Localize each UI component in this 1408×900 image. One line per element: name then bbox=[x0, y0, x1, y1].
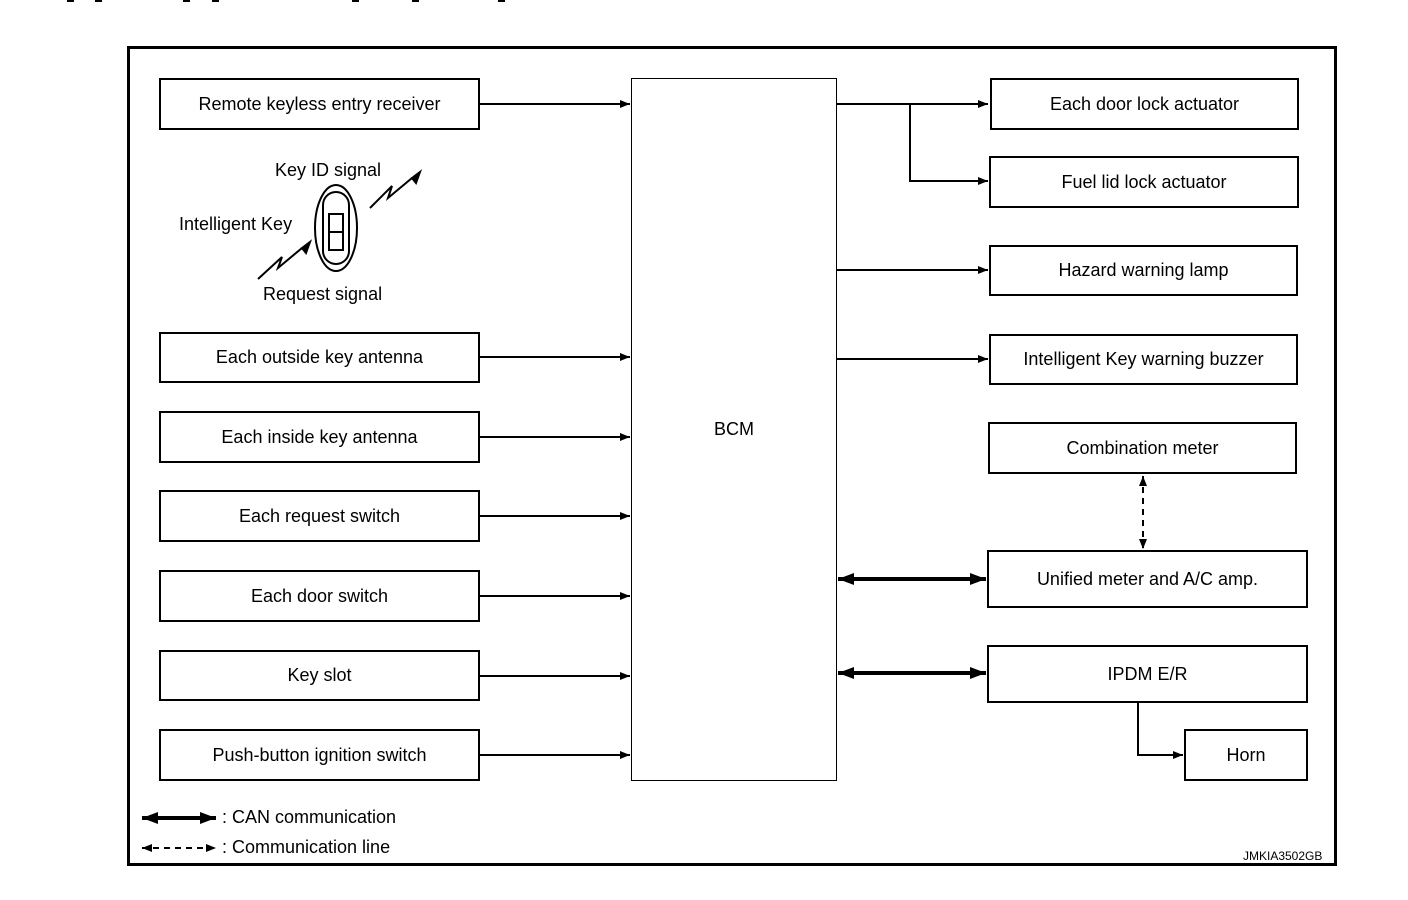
intelligent-key-icon bbox=[314, 184, 358, 272]
legend-communication-label: : Communication line bbox=[222, 837, 391, 857]
edge-mark bbox=[412, 0, 419, 2]
unified-meter-ac-amp-box: Unified meter and A/C amp. bbox=[987, 550, 1308, 608]
output-arrow bbox=[1137, 702, 1183, 759]
request-signal-label: Request signal bbox=[263, 284, 383, 304]
edge-mark bbox=[352, 0, 359, 2]
edge-mark bbox=[212, 0, 219, 2]
edge-mark bbox=[183, 0, 190, 2]
output-arrow bbox=[909, 104, 988, 185]
combination-meter-box: Combination meter bbox=[988, 422, 1297, 474]
bcm-box: BCM bbox=[631, 78, 837, 781]
key-id-signal-label: Key ID signal bbox=[275, 160, 382, 180]
outside-key-antenna-box: Each outside key antenna bbox=[159, 332, 480, 383]
edge-mark bbox=[67, 0, 74, 2]
fuel-lid-lock-actuator-box: Fuel lid lock actuator bbox=[989, 156, 1299, 208]
push-button-ignition-switch-box: Push-button ignition switch bbox=[159, 729, 480, 781]
intelligent-key-warning-buzzer-box: Intelligent Key warning buzzer bbox=[989, 334, 1298, 385]
hazard-warning-lamp-box: Hazard warning lamp bbox=[989, 245, 1298, 296]
remote-keyless-entry-receiver-box: Remote keyless entry receiver bbox=[159, 78, 480, 130]
door-switch-box: Each door switch bbox=[159, 570, 480, 622]
edge-mark bbox=[498, 0, 505, 2]
key-slot-box: Key slot bbox=[159, 650, 480, 701]
request-switch-box: Each request switch bbox=[159, 490, 480, 542]
legend-can-label: : CAN communication bbox=[222, 807, 397, 827]
door-lock-actuator-box: Each door lock actuator bbox=[990, 78, 1299, 130]
horn-box: Horn bbox=[1184, 729, 1308, 781]
intelligent-key-label: Intelligent Key bbox=[179, 214, 293, 234]
figure-code: JMKIA3502GB bbox=[1243, 849, 1323, 863]
request-signal-icon bbox=[257, 239, 313, 280]
edge-mark bbox=[95, 0, 102, 2]
inside-key-antenna-box: Each inside key antenna bbox=[159, 411, 480, 463]
key-id-signal-icon bbox=[369, 169, 423, 209]
diagram-frame bbox=[127, 46, 1337, 866]
ipdm-er-box: IPDM E/R bbox=[987, 645, 1308, 703]
